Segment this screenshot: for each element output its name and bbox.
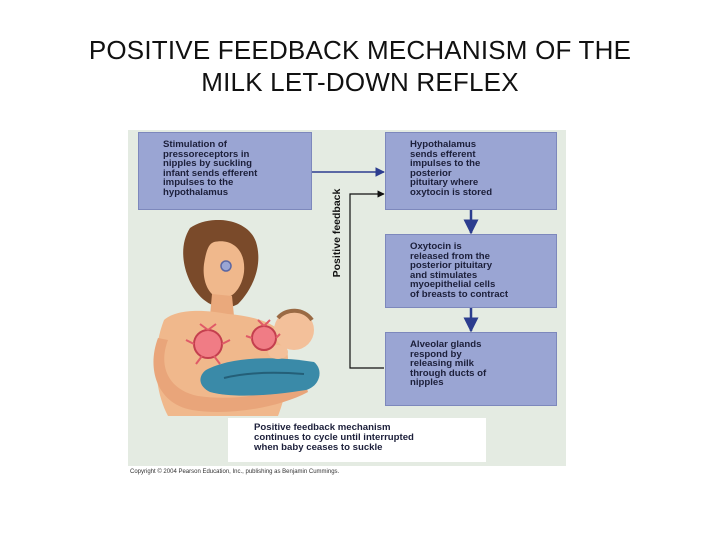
arrow-feedback-loop [349,190,385,369]
infant-hair [276,308,314,322]
summary-box: Positive feedback mechanism continues to… [228,418,486,462]
step-box-text: nipples by suckling [163,158,253,170]
step-box-text: and stimulates [410,269,478,281]
step-box-text: posterior [410,167,452,179]
feedback-diagram: Stimulation of pressoreceptors in nipple… [128,130,566,466]
step-box-text: sends efferent [410,148,476,160]
step-box-text: hypothalamus [163,186,229,198]
step-box-text: Stimulation of [163,139,227,150]
step-box-text: Hypothalamus [410,139,477,150]
step-box-text: nipples [410,377,444,389]
step-box-text: Oxytocin is [410,241,462,252]
flow-arrows [312,167,479,369]
step-box-stimulation: Stimulation of pressoreceptors in nipple… [138,132,312,210]
pituitary-marker [220,260,232,272]
step-box-text: pressoreceptors in [163,148,250,160]
infant-blanket [200,358,320,396]
slide-title: POSITIVE FEEDBACK MECHANISM OF THE MILK … [40,34,680,98]
step-box-text: infant sends efferent [163,167,258,179]
nursing-mother-illustration [153,220,320,416]
step-box-text: impulses to the [163,177,234,189]
step-box-alveolar-glands: Alveolar glands respond by releasing mil… [385,332,557,406]
summary-text: Positive feedback mechanism [254,422,391,433]
slide-title-line-2: MILK LET-DOWN REFLEX [201,67,519,97]
step-box-text: oxytocin is stored [410,186,493,198]
breast-tissue-right [245,319,281,351]
step-box-text: releasing milk [410,358,474,370]
step-box-text: through ducts of [410,367,487,379]
step-box-text: respond by [410,348,462,360]
positive-feedback-label: Positive feedback [331,188,343,278]
step-box-hypothalamus: Hypothalamus sends efferent impulses to … [385,132,557,210]
summary-text: continues to cycle until interrupted [254,432,414,443]
breast-tissue-left [185,323,231,365]
step-box-text: Alveolar glands [410,339,482,350]
step-box-text: myoepithelial cells [410,279,496,291]
step-box-text: impulses to the [410,158,481,170]
mother-neck [210,294,234,316]
infant-hand [268,345,288,359]
step-box-text: posterior pituitary [410,260,493,272]
step-box-text: pituitary where [410,177,479,189]
slide-title-line-1: POSITIVE FEEDBACK MECHANISM OF THE [88,35,632,65]
copyright-notice: Copyright © 2004 Pearson Education, Inc.… [130,469,340,475]
blanket-fold [223,371,305,379]
summary-text: when baby ceases to suckle [254,442,383,453]
step-box-oxytocin: Oxytocin is released from the posterior … [385,234,557,308]
infant-head [274,310,314,350]
step-box-text: of breasts to contract [410,288,509,300]
step-box-text: released from the [410,250,490,262]
